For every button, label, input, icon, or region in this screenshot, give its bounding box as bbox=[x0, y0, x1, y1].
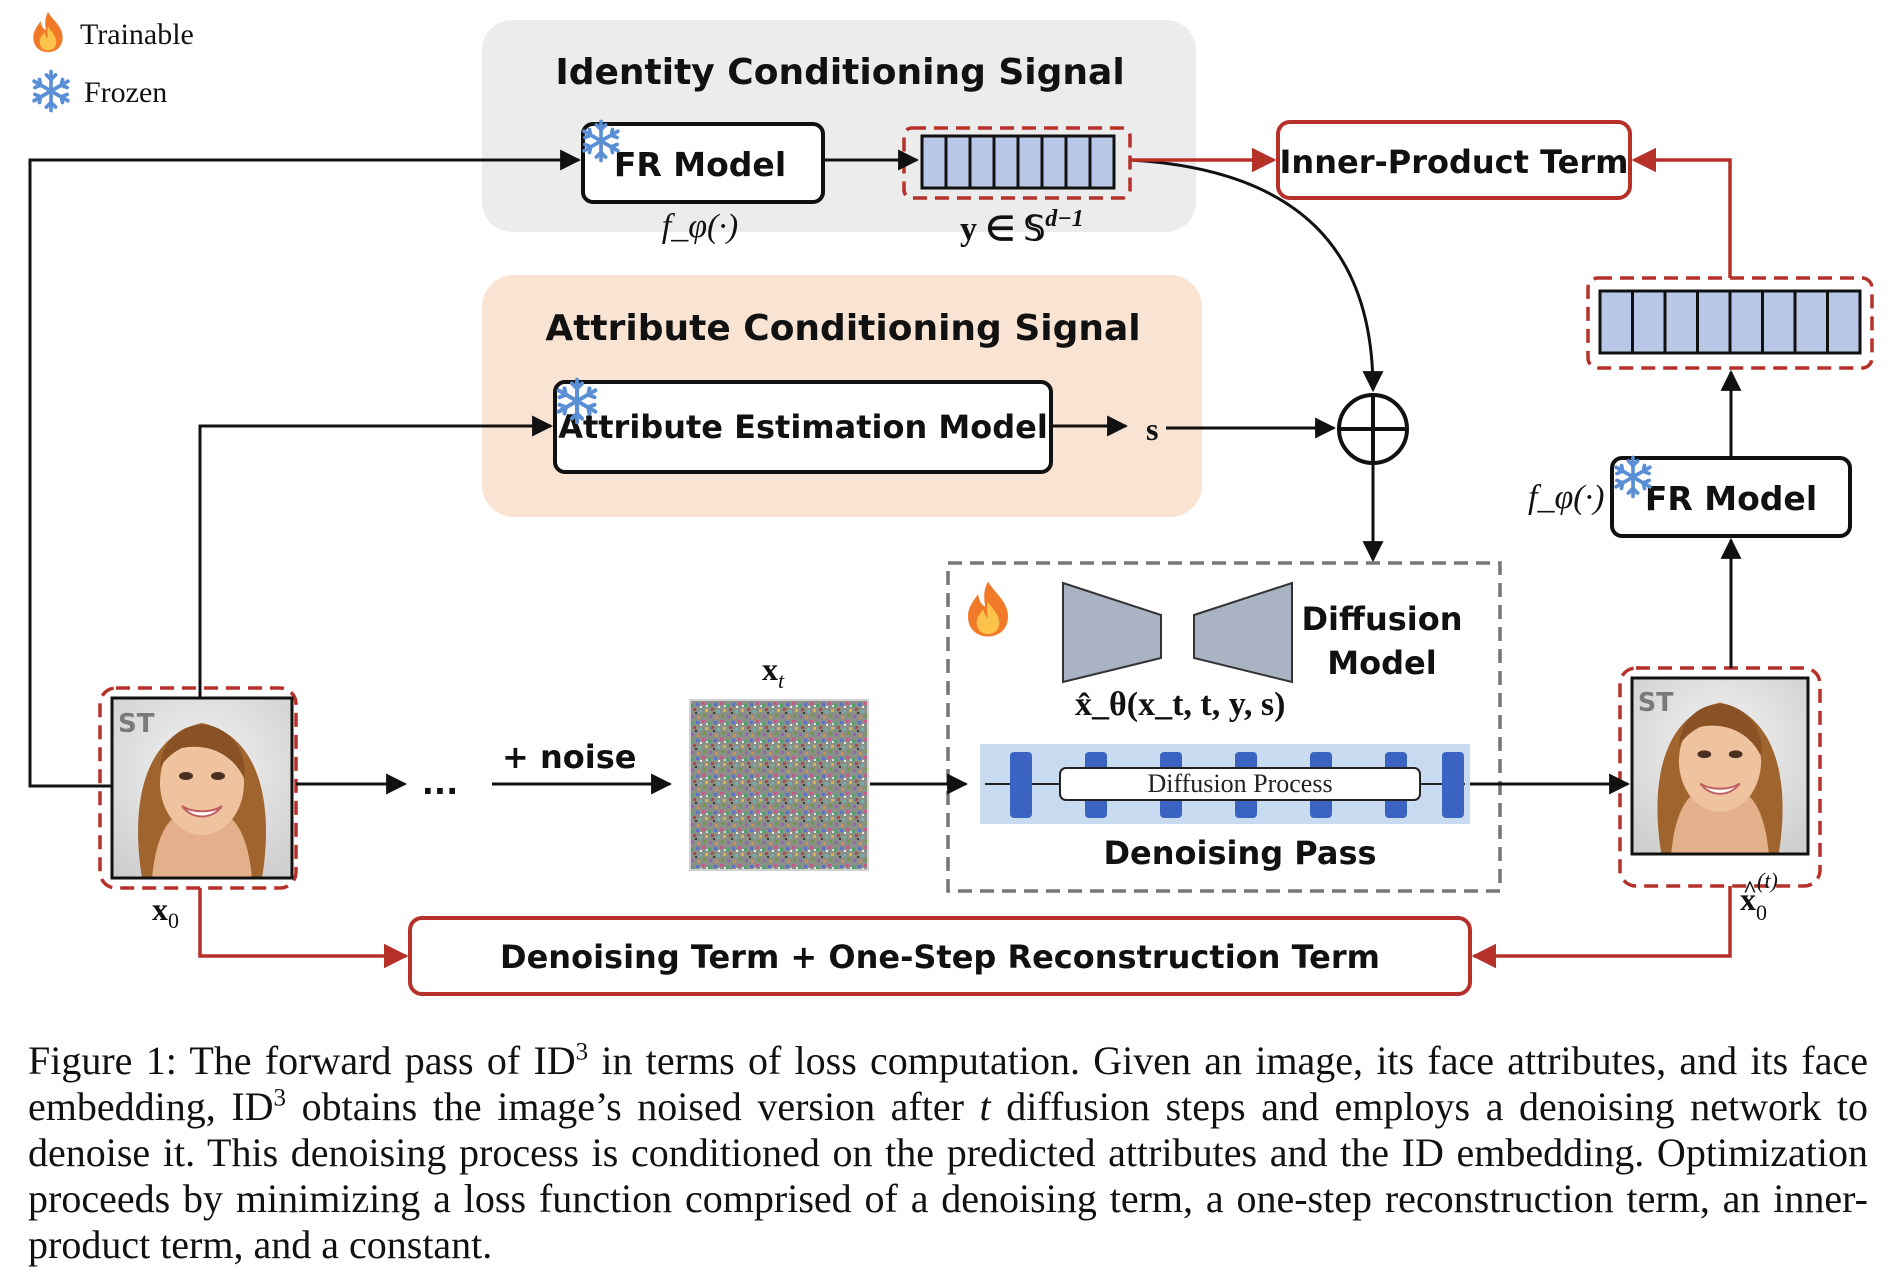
figure-label: Figure 1: bbox=[28, 1038, 177, 1083]
decoder-shape bbox=[1193, 581, 1293, 684]
black-connectors bbox=[28, 149, 1742, 795]
concat-circle bbox=[1337, 393, 1409, 465]
attribute-panel-title: Attribute Conditioning Signal bbox=[545, 308, 1140, 349]
embedding-vector bbox=[920, 134, 1116, 190]
inner-product-box bbox=[1276, 120, 1632, 200]
x0hat-label: x0(t) bbox=[1740, 868, 1778, 925]
noise-label: + noise bbox=[502, 738, 636, 776]
attribute-model-label: Attribute Estimation Model bbox=[558, 408, 1048, 446]
face-image bbox=[1632, 678, 1808, 854]
loss-terms-label: Denoising Term + One-Step Reconstruction… bbox=[500, 938, 1380, 976]
legend-frozen: Frozen bbox=[84, 76, 167, 109]
fr-model-right-label: FR Model bbox=[1645, 479, 1817, 518]
legend-trainable: Trainable bbox=[80, 18, 194, 51]
caption-sup-1: 3 bbox=[575, 1038, 589, 1066]
loss-terms-box bbox=[408, 916, 1472, 996]
x0-label: x0 bbox=[152, 891, 179, 933]
output-image-frame bbox=[1630, 676, 1810, 856]
figure-caption: Figure 1: The forward pass of ID3 in ter… bbox=[28, 1038, 1868, 1268]
attribute-output-s: s bbox=[1146, 411, 1158, 447]
hat-mark: ^ bbox=[1743, 877, 1757, 903]
noise-image bbox=[689, 699, 869, 871]
caption-text-3: obtains the image’s noised version after bbox=[286, 1084, 980, 1129]
denoising-pass-label: Denoising Pass bbox=[1103, 834, 1376, 872]
caption-text-4: diffusion steps and employs a denoising … bbox=[28, 1084, 1868, 1267]
snowflake-icon bbox=[32, 69, 70, 113]
face-image bbox=[112, 698, 292, 878]
diffusion-formula: x̂_θ(x_t, t, y, s) bbox=[1075, 686, 1285, 723]
fire-icon bbox=[33, 11, 63, 53]
fr-function-right-label: f_φ(·) bbox=[1528, 479, 1604, 516]
diffusion-process-bar bbox=[1059, 767, 1421, 801]
output-embedding-vector bbox=[1598, 289, 1862, 355]
caption-text-1: The forward pass of ID bbox=[189, 1038, 576, 1083]
encoder-shape bbox=[1062, 581, 1162, 684]
fr-model-label: FR Model bbox=[614, 145, 786, 184]
caption-var-t: t bbox=[979, 1084, 991, 1129]
diffusion-model-box bbox=[946, 561, 1502, 893]
input-image-dashed-border bbox=[98, 686, 298, 890]
xt-label: xt bbox=[762, 651, 785, 693]
diffusion-title-line1: Diffusion bbox=[1301, 600, 1462, 638]
fr-model-box bbox=[581, 122, 825, 204]
diffusion-process-label: Diffusion Process bbox=[1147, 769, 1332, 798]
inner-product-label: Inner-Product Term bbox=[1280, 143, 1629, 181]
input-image-frame bbox=[110, 696, 294, 880]
fr-function-label: f_φ(·) bbox=[662, 208, 738, 245]
id3-diagram: ST Trainable Frozen Identity Conditionin… bbox=[28, 11, 1874, 996]
fire-icon bbox=[968, 581, 1008, 637]
red-connectors bbox=[198, 147, 1732, 969]
diffusion-title-line2: Model bbox=[1327, 644, 1436, 682]
identity-panel-title: Identity Conditioning Signal bbox=[555, 52, 1124, 93]
embedding-label: y ∈ 𝕊d−1 bbox=[960, 206, 1084, 248]
ellipsis: ... bbox=[422, 764, 458, 802]
caption-sup-2: 3 bbox=[273, 1084, 287, 1112]
caption-text-2: in terms of loss computation. Given an i… bbox=[28, 1038, 1869, 1129]
